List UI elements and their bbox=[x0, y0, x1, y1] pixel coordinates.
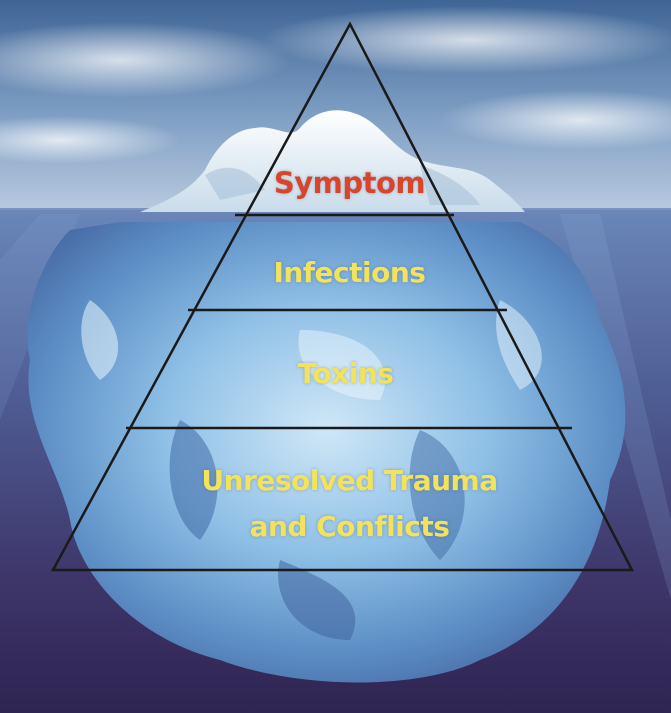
level-toxins-label: Toxins bbox=[297, 357, 394, 390]
cloud bbox=[260, 6, 671, 74]
cloud bbox=[440, 90, 671, 150]
level-infections-label: Infections bbox=[273, 256, 426, 289]
level-symptom-label: Symptom bbox=[273, 166, 426, 200]
cloud bbox=[0, 22, 290, 98]
level-trauma-label: Unresolved Trauma and Conflicts bbox=[14, 458, 671, 550]
level-trauma-text: Unresolved Trauma and Conflicts bbox=[201, 464, 498, 543]
cloud bbox=[0, 116, 180, 164]
pyramid-outline bbox=[50, 21, 635, 572]
submerged-ice bbox=[27, 222, 626, 683]
